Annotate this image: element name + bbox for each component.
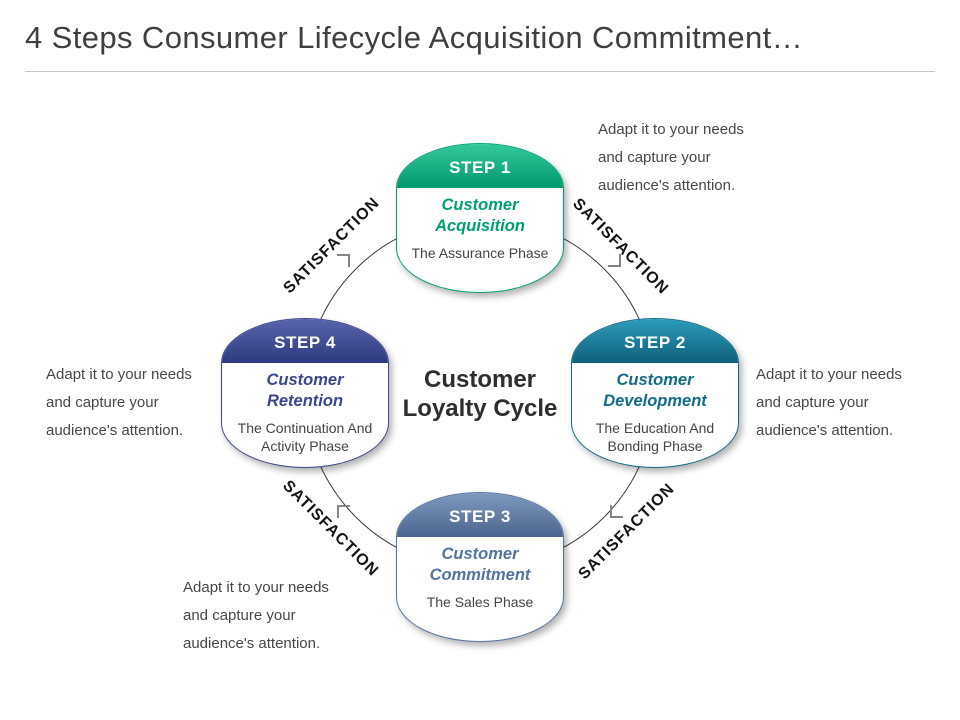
page-title: 4 Steps Consumer Lifecycle Acquisition C…	[25, 20, 804, 55]
title-divider	[25, 71, 935, 72]
step-3-name: Customer Commitment	[429, 545, 531, 584]
arrow-down-left-icon	[610, 505, 623, 518]
step-3-phase: The Sales Phase	[426, 594, 534, 611]
annotation-left: Adapt it to your needs and capture your …	[46, 361, 218, 444]
annotation-bottom-left: Adapt it to your needs and capture your …	[183, 574, 355, 657]
step-2-badge: STEP 2	[572, 319, 738, 363]
annotation-line: and capture your	[46, 393, 159, 411]
annotation-top-right: Adapt it to your needs and capture your …	[598, 116, 770, 199]
step-4-phase: The Continuation And Activity Phase	[237, 420, 373, 455]
center-title: Customer Loyalty Cycle	[402, 366, 558, 422]
arrow-up-left-icon	[337, 505, 350, 518]
annotation-line: audience's attention.	[756, 421, 894, 439]
step-card-3: STEP 3 Customer Commitment The Sales Pha…	[396, 492, 564, 642]
annotation-line: audience's attention.	[183, 634, 321, 652]
annotation-line: and capture your	[598, 148, 711, 166]
annotation-line: Adapt it to your needs	[183, 579, 329, 596]
annotation-line: Adapt it to your needs	[756, 366, 902, 383]
step-card-1: STEP 1 Customer Acquisition The Assuranc…	[396, 143, 564, 293]
step-4-name: Customer Retention	[266, 371, 344, 410]
annotation-line: Adapt it to your needs	[598, 121, 744, 138]
annotation-line: and capture your	[183, 606, 296, 624]
annotation-line: audience's attention.	[598, 176, 736, 194]
annotation-line: audience's attention.	[46, 421, 184, 439]
annotation-line: Adapt it to your needs	[46, 366, 192, 383]
step-card-4: STEP 4 Customer Retention The Continuati…	[221, 318, 389, 468]
step-1-badge: STEP 1	[397, 144, 563, 188]
annotation-line: and capture your	[756, 393, 869, 411]
step-1-phase: The Assurance Phase	[411, 245, 549, 262]
step-card-2: STEP 2 Customer Development The Educatio…	[571, 318, 739, 468]
step-2-phase: The Education And Bonding Phase	[595, 420, 715, 455]
annotation-right: Adapt it to your needs and capture your …	[756, 361, 928, 444]
step-1-name: Customer Acquisition	[435, 196, 525, 235]
step-2-name: Customer Development	[603, 371, 707, 410]
arrow-up-right-icon	[337, 254, 350, 267]
